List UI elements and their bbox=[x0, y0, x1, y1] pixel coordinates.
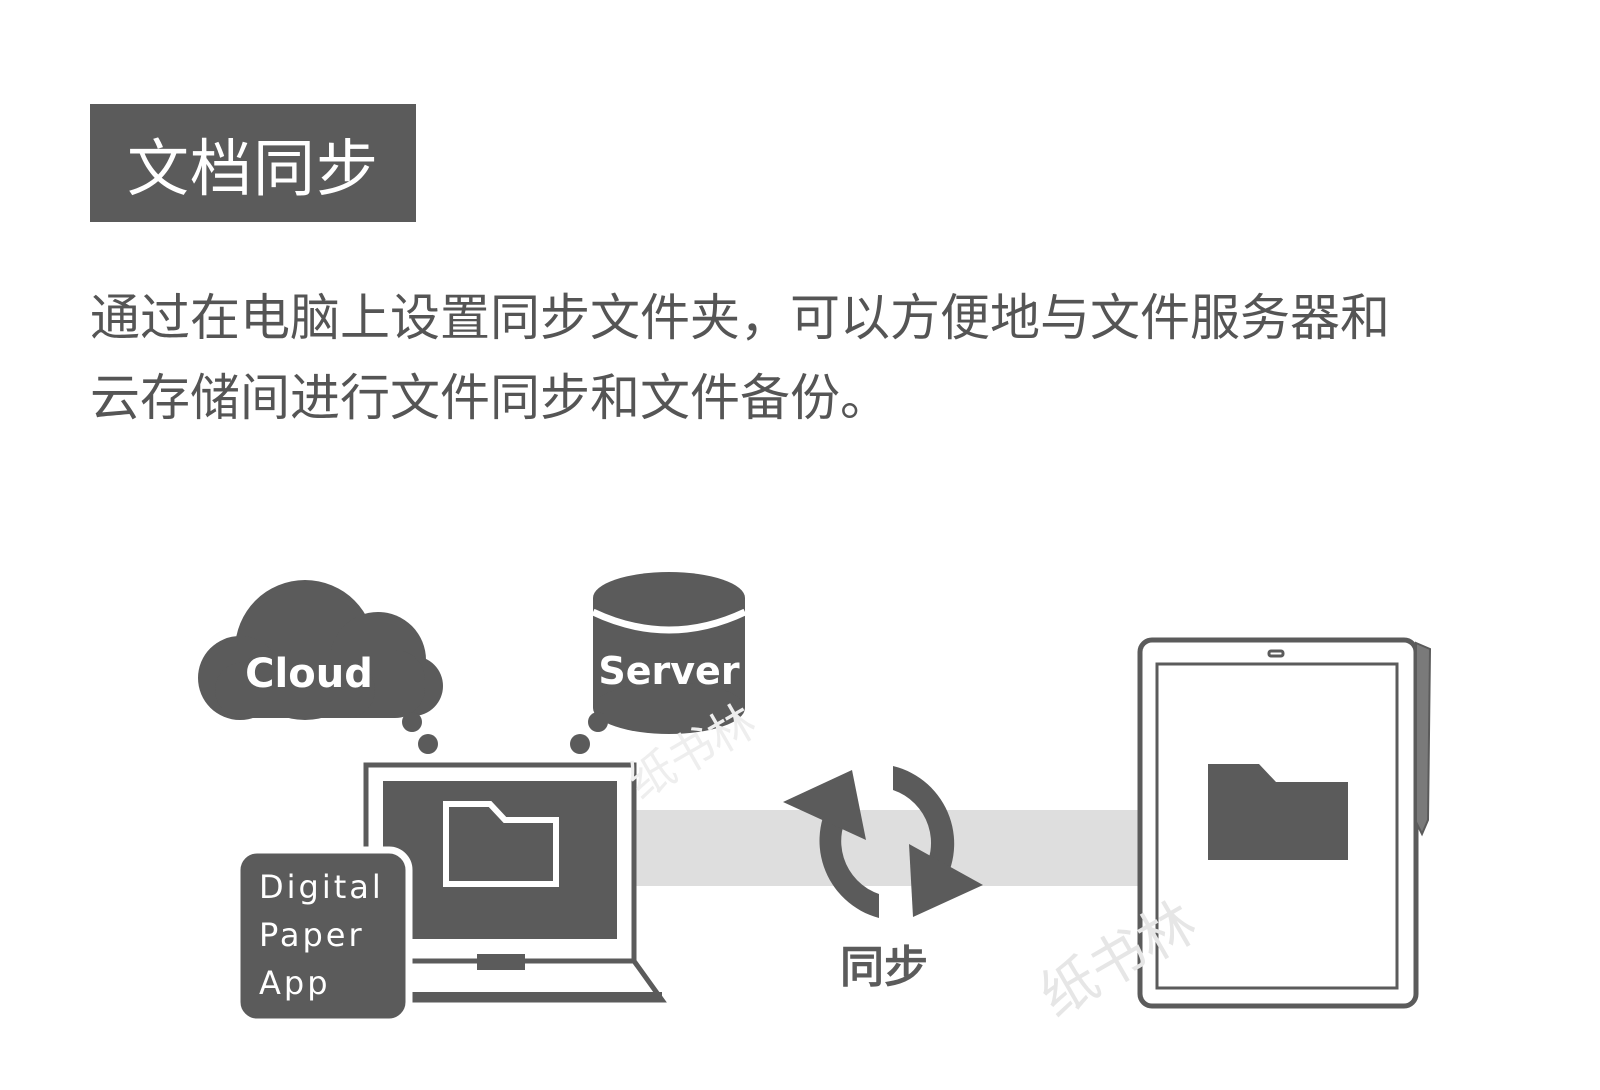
watermark: 纸书林 bbox=[1030, 890, 1208, 1030]
connector-dot bbox=[402, 712, 422, 732]
app-label-line-1: Digital bbox=[259, 868, 384, 906]
stylus-icon bbox=[1416, 643, 1430, 834]
sync-label: 同步 bbox=[840, 942, 928, 993]
connector-dot bbox=[588, 712, 608, 732]
app-label-line-3: App bbox=[259, 964, 331, 1002]
server-label: Server bbox=[598, 649, 739, 693]
connector-dot bbox=[418, 734, 438, 754]
connector-dot bbox=[570, 734, 590, 754]
app-label-line-2: Paper bbox=[259, 916, 365, 954]
cloud-icon bbox=[198, 580, 443, 720]
cloud-label: Cloud bbox=[245, 651, 373, 697]
